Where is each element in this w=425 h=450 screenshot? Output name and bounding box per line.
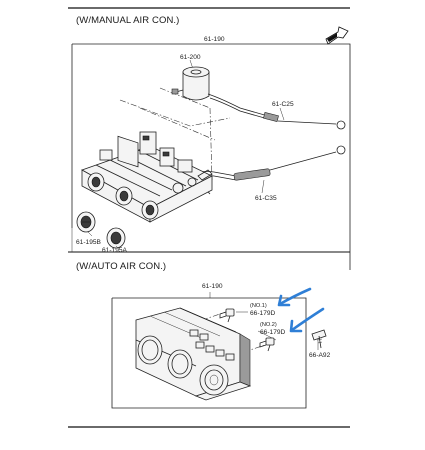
annotation-arrow-bulb2	[289, 307, 325, 333]
bulb2-position-label: (NO.2)	[260, 322, 277, 328]
cable-61-c25	[207, 93, 346, 130]
cable-c35-label: 61-C35	[255, 195, 277, 202]
unit-knob-right	[141, 200, 159, 220]
manual-control-unit	[81, 131, 213, 223]
bulb2-label: 66-179D	[260, 329, 286, 336]
auto-dial-center	[167, 349, 193, 379]
actuator-61-200	[171, 66, 210, 101]
actuator-label: 61-200	[180, 54, 201, 61]
unit-knob-center	[115, 186, 133, 206]
annotation-arrow-bulb1	[277, 287, 312, 307]
auto-control-unit	[135, 307, 252, 401]
manual-assembly-frame	[72, 43, 351, 270]
bulb-no2-66-179d	[259, 337, 275, 352]
auto-section: 61-190 (NO.1) 66-179D (NO.2) 66-179D 66-…	[111, 283, 331, 409]
manual-section-title: (W/MANUAL AIR CON.)	[76, 15, 180, 26]
bulb1-label: 66-179D	[250, 310, 276, 317]
auto-section-title: (W/AUTO AIR CON.)	[76, 261, 167, 272]
manual-section: 61-190 61-200 61-C25 61-C35 61-195B 61-1…	[71, 36, 351, 270]
auto-dial-right	[199, 364, 229, 396]
cable-c25-label: 61-C25	[272, 101, 294, 108]
auto-assembly-label: 61-190	[202, 283, 223, 290]
knob-a-label: 61-195A	[102, 247, 128, 254]
screw-label: 66-A92	[309, 352, 331, 359]
fwd-arrow-icon	[325, 26, 349, 45]
knob-b-label: 61-195B	[76, 239, 102, 246]
screw-66-a92	[311, 329, 327, 349]
knob-61-195a	[106, 227, 126, 249]
manual-assembly-label: 61-190	[204, 36, 225, 43]
cable-61-c35	[191, 145, 346, 195]
unit-knob-left	[87, 172, 105, 192]
knob-61-195b	[76, 211, 96, 237]
auto-dial-left	[137, 335, 163, 365]
auto-assembly-frame	[111, 297, 307, 409]
bulb-no1-66-179d	[219, 308, 235, 323]
bulb1-position-label: (NO.1)	[250, 303, 267, 309]
